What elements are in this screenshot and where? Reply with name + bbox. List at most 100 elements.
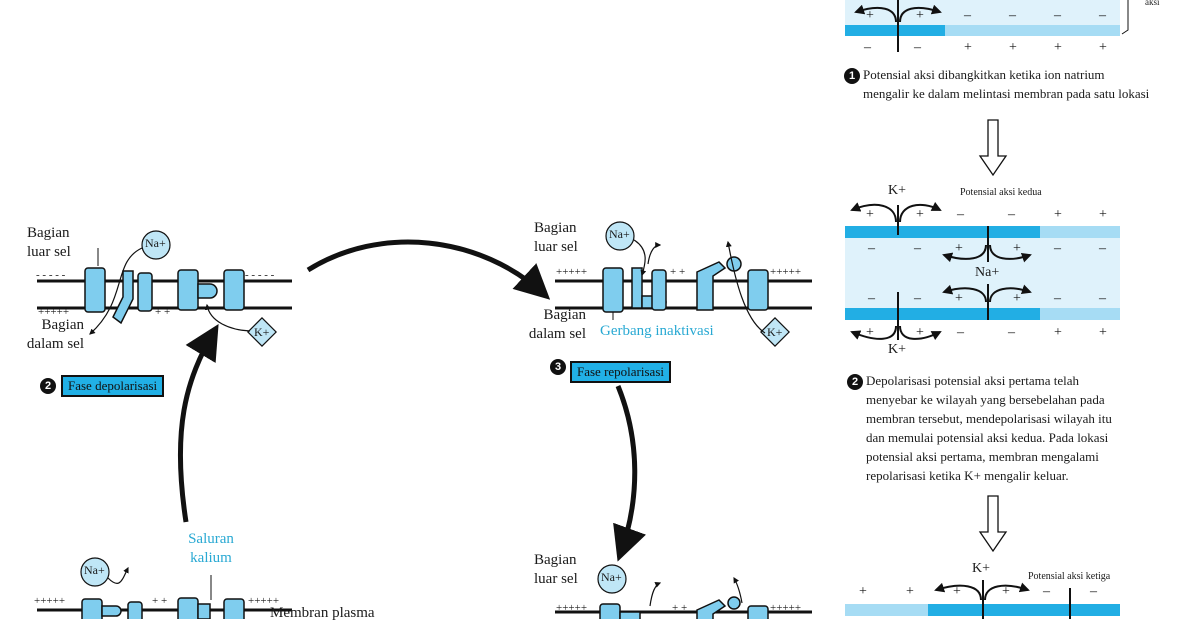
svg-text:–: – xyxy=(1008,8,1017,23)
na-ion-label: Na+ xyxy=(601,570,622,584)
k-ion-label-bottom: K+ xyxy=(888,342,907,357)
svg-text:+: + xyxy=(916,8,924,23)
phase-repolarization-label: Fase repolarisasi xyxy=(570,361,672,383)
stage3-top-charges-mid: + + xyxy=(670,266,686,278)
na-ion-label: Na+ xyxy=(609,227,630,241)
axon-step3 xyxy=(845,580,1120,619)
plasma-membrane-label: Membran plasma xyxy=(270,605,375,621)
step-1-badge: 1 xyxy=(844,68,860,84)
stage2-top-charges-right: - - - - - xyxy=(245,269,275,281)
k-channel-right xyxy=(223,269,245,311)
na-influx-arrow xyxy=(89,247,143,335)
svg-text:+: + xyxy=(916,325,924,340)
na-ion xyxy=(141,230,171,260)
svg-text:–: – xyxy=(1053,241,1062,256)
svg-text:+: + xyxy=(1054,40,1062,55)
axon-charges: ++ –––– –– ++++ ++–– ++ ––++ –– ––++ –– … xyxy=(859,8,1107,599)
stage3-membrane xyxy=(555,221,812,347)
stage2-bottom-charges-mid: + + xyxy=(155,306,171,318)
step-3-badge: 3 xyxy=(550,359,566,375)
na-channel-left-half xyxy=(84,267,106,313)
svg-text:–: – xyxy=(956,325,965,340)
inside-cell-label: Bagian dalam sel xyxy=(26,317,84,352)
axon-step2 xyxy=(845,201,1120,341)
svg-text:–: – xyxy=(963,8,972,23)
stage3-top-charges-right: +++++ xyxy=(770,266,802,278)
svg-text:+: + xyxy=(916,207,924,222)
svg-text:–: – xyxy=(1007,207,1016,222)
svg-text:–: – xyxy=(1098,291,1107,306)
stage1-top-charges: +++++ xyxy=(34,595,66,607)
na-ion-label: Na+ xyxy=(145,236,166,250)
svg-text:–: – xyxy=(1042,584,1051,599)
na-ion xyxy=(605,221,635,251)
svg-text:+: + xyxy=(1054,325,1062,340)
cycle-arrow-1-to-2 xyxy=(177,323,219,523)
inside-cell-label: Bagian dalam sel xyxy=(528,307,586,342)
na-ion xyxy=(80,557,110,587)
k-ion-label-top: K+ xyxy=(888,183,907,198)
k-channel-left xyxy=(177,269,199,311)
k-ion-label-step3: K+ xyxy=(972,561,991,576)
svg-text:+: + xyxy=(1009,40,1017,55)
k-channel-open xyxy=(696,261,727,311)
svg-text:–: – xyxy=(956,207,965,222)
k-ion-label: K+ xyxy=(767,325,783,339)
svg-text:+: + xyxy=(866,207,874,222)
axon-step1 xyxy=(845,0,1129,52)
stage4-top-charges-mid: + + xyxy=(672,602,688,614)
svg-text:+: + xyxy=(1099,325,1107,340)
na-ion-label: Na+ xyxy=(84,563,105,577)
svg-text:+: + xyxy=(1013,241,1021,256)
stage2-membrane xyxy=(37,230,292,347)
na-channel-open-gate xyxy=(112,270,134,325)
step2-line-3: membran tersebut, mendepolarisasi wilaya… xyxy=(866,411,1112,426)
hollow-arrow-2 xyxy=(978,495,1008,553)
svg-text:+: + xyxy=(1054,207,1062,222)
svg-text:–: – xyxy=(1098,8,1107,23)
stage2-top-charges: - - - - - xyxy=(36,269,66,281)
cycle-arrow-2-to-3 xyxy=(306,239,551,300)
stage4-top-charges: +++++ xyxy=(556,602,588,614)
inactivation-gate-label: Gerbang inaktivasi xyxy=(600,323,714,339)
corner-label: aksi xyxy=(1145,0,1160,7)
svg-text:–: – xyxy=(913,241,922,256)
stage3-top-charges: +++++ xyxy=(556,266,588,278)
svg-text:+: + xyxy=(866,325,874,340)
k-channel-gate xyxy=(197,283,218,299)
step2-line-2: menyebar ke wilayah yang bersebelahan pa… xyxy=(866,392,1105,407)
svg-text:+: + xyxy=(1099,40,1107,55)
stage4-top-charges-right: +++++ xyxy=(770,602,802,614)
na-ion-label: Na+ xyxy=(975,265,1000,280)
outside-cell-label: Bagian luar sel xyxy=(534,220,578,255)
svg-text:+: + xyxy=(906,584,914,599)
k-ion-label: K+ xyxy=(254,325,270,339)
step1-description: Potensial aksi dibangkitkan ketika ion n… xyxy=(863,67,1150,101)
step2-line-4: dan memulai potensial aksi kedua. Pada l… xyxy=(866,430,1109,445)
stage1-top-charges-mid: + + xyxy=(152,595,168,607)
k-efflux-arrow xyxy=(204,303,251,332)
cycle-arrow-3-to-4 xyxy=(613,385,647,562)
outside-cell-label: Bagian luar sel xyxy=(27,225,71,260)
step2-line-5: potensial aksi pertama, membran mengalam… xyxy=(866,449,1099,464)
svg-text:+: + xyxy=(1099,207,1107,222)
svg-text:+: + xyxy=(964,40,972,55)
svg-text:–: – xyxy=(1007,325,1016,340)
svg-text:–: – xyxy=(1089,584,1098,599)
third-action-potential-label: Potensial aksi ketiga xyxy=(1028,571,1111,582)
svg-text:–: – xyxy=(1098,241,1107,256)
svg-text:–: – xyxy=(867,241,876,256)
k-ion xyxy=(760,317,790,347)
svg-text:+: + xyxy=(955,291,963,306)
svg-text:+: + xyxy=(955,241,963,256)
step-2-badge: 2 xyxy=(40,378,56,394)
potassium-channel-label: Saluran kalium xyxy=(188,531,234,566)
svg-text:–: – xyxy=(913,291,922,306)
svg-text:+: + xyxy=(859,584,867,599)
step-2-badge-right: 2 xyxy=(847,374,863,390)
stage1-top-charges-right: +++++ xyxy=(248,595,280,607)
na-channel-right-half xyxy=(137,272,153,312)
svg-text:–: – xyxy=(863,40,872,55)
